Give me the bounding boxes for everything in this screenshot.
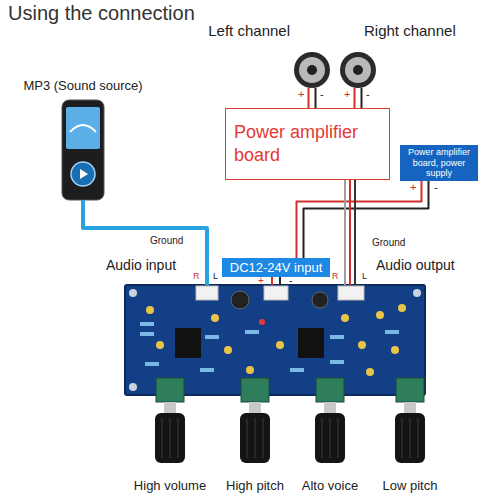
node-text: Low pitch — [383, 478, 438, 493]
sound-source: MP3 (Sound source) — [62, 100, 104, 200]
wire-line — [315, 88, 317, 108]
polarity-mark: + — [410, 182, 416, 193]
speaker-wire — [309, 88, 316, 108]
wire-line — [349, 180, 351, 285]
node-text: Power amplifier board, power supply — [403, 147, 475, 178]
wire-line — [279, 277, 281, 285]
node-text: MP3 (Sound source) — [23, 78, 142, 93]
speaker: Right channel — [340, 52, 376, 88]
polarity-mark: + — [298, 89, 304, 100]
node-text: Left channel — [208, 22, 290, 39]
power-input-tag: DC12-24V input — [222, 258, 330, 277]
tone-board: High volume High pitch Alto voice Low pitch — [115, 285, 485, 500]
audio-wire — [345, 180, 355, 285]
diagram-title: Using the connection — [8, 2, 195, 25]
speaker: Left channel — [294, 52, 330, 88]
wire-line — [304, 181, 429, 258]
node-text: High volume — [134, 478, 206, 493]
wire-line — [83, 200, 207, 285]
pin-name: Ground — [372, 238, 405, 248]
power-wire — [297, 181, 429, 258]
polarity-mark: - — [289, 276, 292, 286]
potentiometer-knob — [155, 378, 425, 463]
amplifier-box: Power amplifier board — [225, 108, 390, 180]
node-text: High pitch — [226, 478, 284, 493]
wire-line — [344, 180, 346, 285]
speaker-icon — [294, 52, 376, 88]
node-text: Alto voice — [302, 478, 358, 493]
polarity-mark: - — [320, 89, 324, 100]
wire-line — [361, 88, 363, 108]
wire-line — [308, 88, 310, 108]
wire-line — [354, 88, 356, 108]
audio-cable — [83, 200, 207, 285]
mp3-player — [62, 100, 104, 200]
pin-name: Ground — [150, 236, 183, 246]
power-wire — [272, 277, 280, 285]
polarity-mark: + — [258, 276, 264, 286]
wire-line — [271, 277, 273, 285]
polarity-mark: - — [366, 89, 370, 100]
port-label: Audio input — [106, 258, 176, 272]
node-text: DC12-24V input — [230, 260, 323, 275]
pin-name: L — [213, 272, 218, 281]
pin-name: L — [362, 272, 367, 281]
power-supply-box: Power amplifier board, power supply — [400, 145, 478, 181]
wire-line — [354, 180, 356, 285]
speaker-wire — [355, 88, 362, 108]
port-label: Audio output — [376, 258, 455, 272]
pin-name: R — [193, 272, 200, 281]
polarity-mark: + — [344, 89, 350, 100]
polarity-mark: - — [434, 182, 438, 193]
wire-line — [297, 181, 422, 258]
node-text: Right channel — [364, 22, 456, 39]
node-text: Power amplifier board — [234, 121, 381, 168]
pin-name: R — [332, 272, 339, 281]
